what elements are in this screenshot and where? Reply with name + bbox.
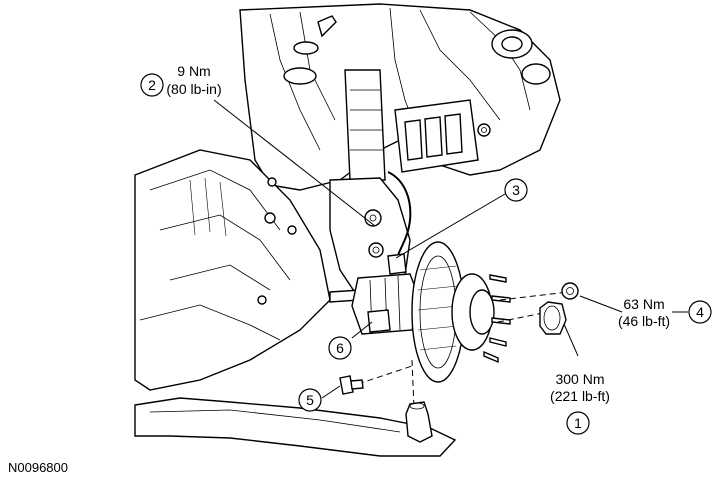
callout-4-torque-imperial: (46 lb-ft) — [618, 313, 670, 329]
callout-5: 5 — [298, 388, 322, 412]
callout-3: 3 — [504, 178, 528, 202]
callout-2-torque-imperial: (80 lb-in) — [166, 81, 221, 97]
callout-4-number: 4 — [696, 304, 704, 320]
leader-lines — [213, 99, 688, 399]
callout-6: 6 — [328, 336, 352, 360]
callout-2-torque-nm: 9 Nm — [177, 63, 210, 79]
callout-4: 4 — [688, 300, 712, 324]
callout-1-torque-nm: 300 Nm — [555, 371, 604, 387]
exploded-assembly-diagram: 1 2 3 4 5 6 9 Nm (80 lb-in) 63 Nm (46 lb… — [134, 3, 712, 457]
callout-6-number: 6 — [336, 340, 344, 356]
callout-1-number: 1 — [574, 415, 582, 431]
retaining-nut — [561, 282, 579, 300]
callout-1: 1 — [566, 411, 590, 435]
bolt — [339, 375, 364, 395]
ball-joint — [405, 401, 433, 443]
callout-3-number: 3 — [512, 182, 520, 198]
callout-5-number: 5 — [306, 392, 314, 408]
callout-1-torque-imperial: (221 lb-ft) — [550, 388, 610, 404]
wheel-speed-sensor-harness — [387, 171, 412, 275]
halfshaft-assembly — [329, 273, 421, 335]
wheel-hub-rotor — [411, 241, 511, 383]
callout-2: 2 — [140, 73, 164, 97]
callout-4-torque-nm: 63 Nm — [623, 296, 664, 312]
figure-id-label: N0096800 — [8, 460, 68, 475]
callout-2-number: 2 — [148, 77, 156, 93]
chassis-structure — [134, 3, 561, 457]
hub-nut — [539, 301, 567, 335]
